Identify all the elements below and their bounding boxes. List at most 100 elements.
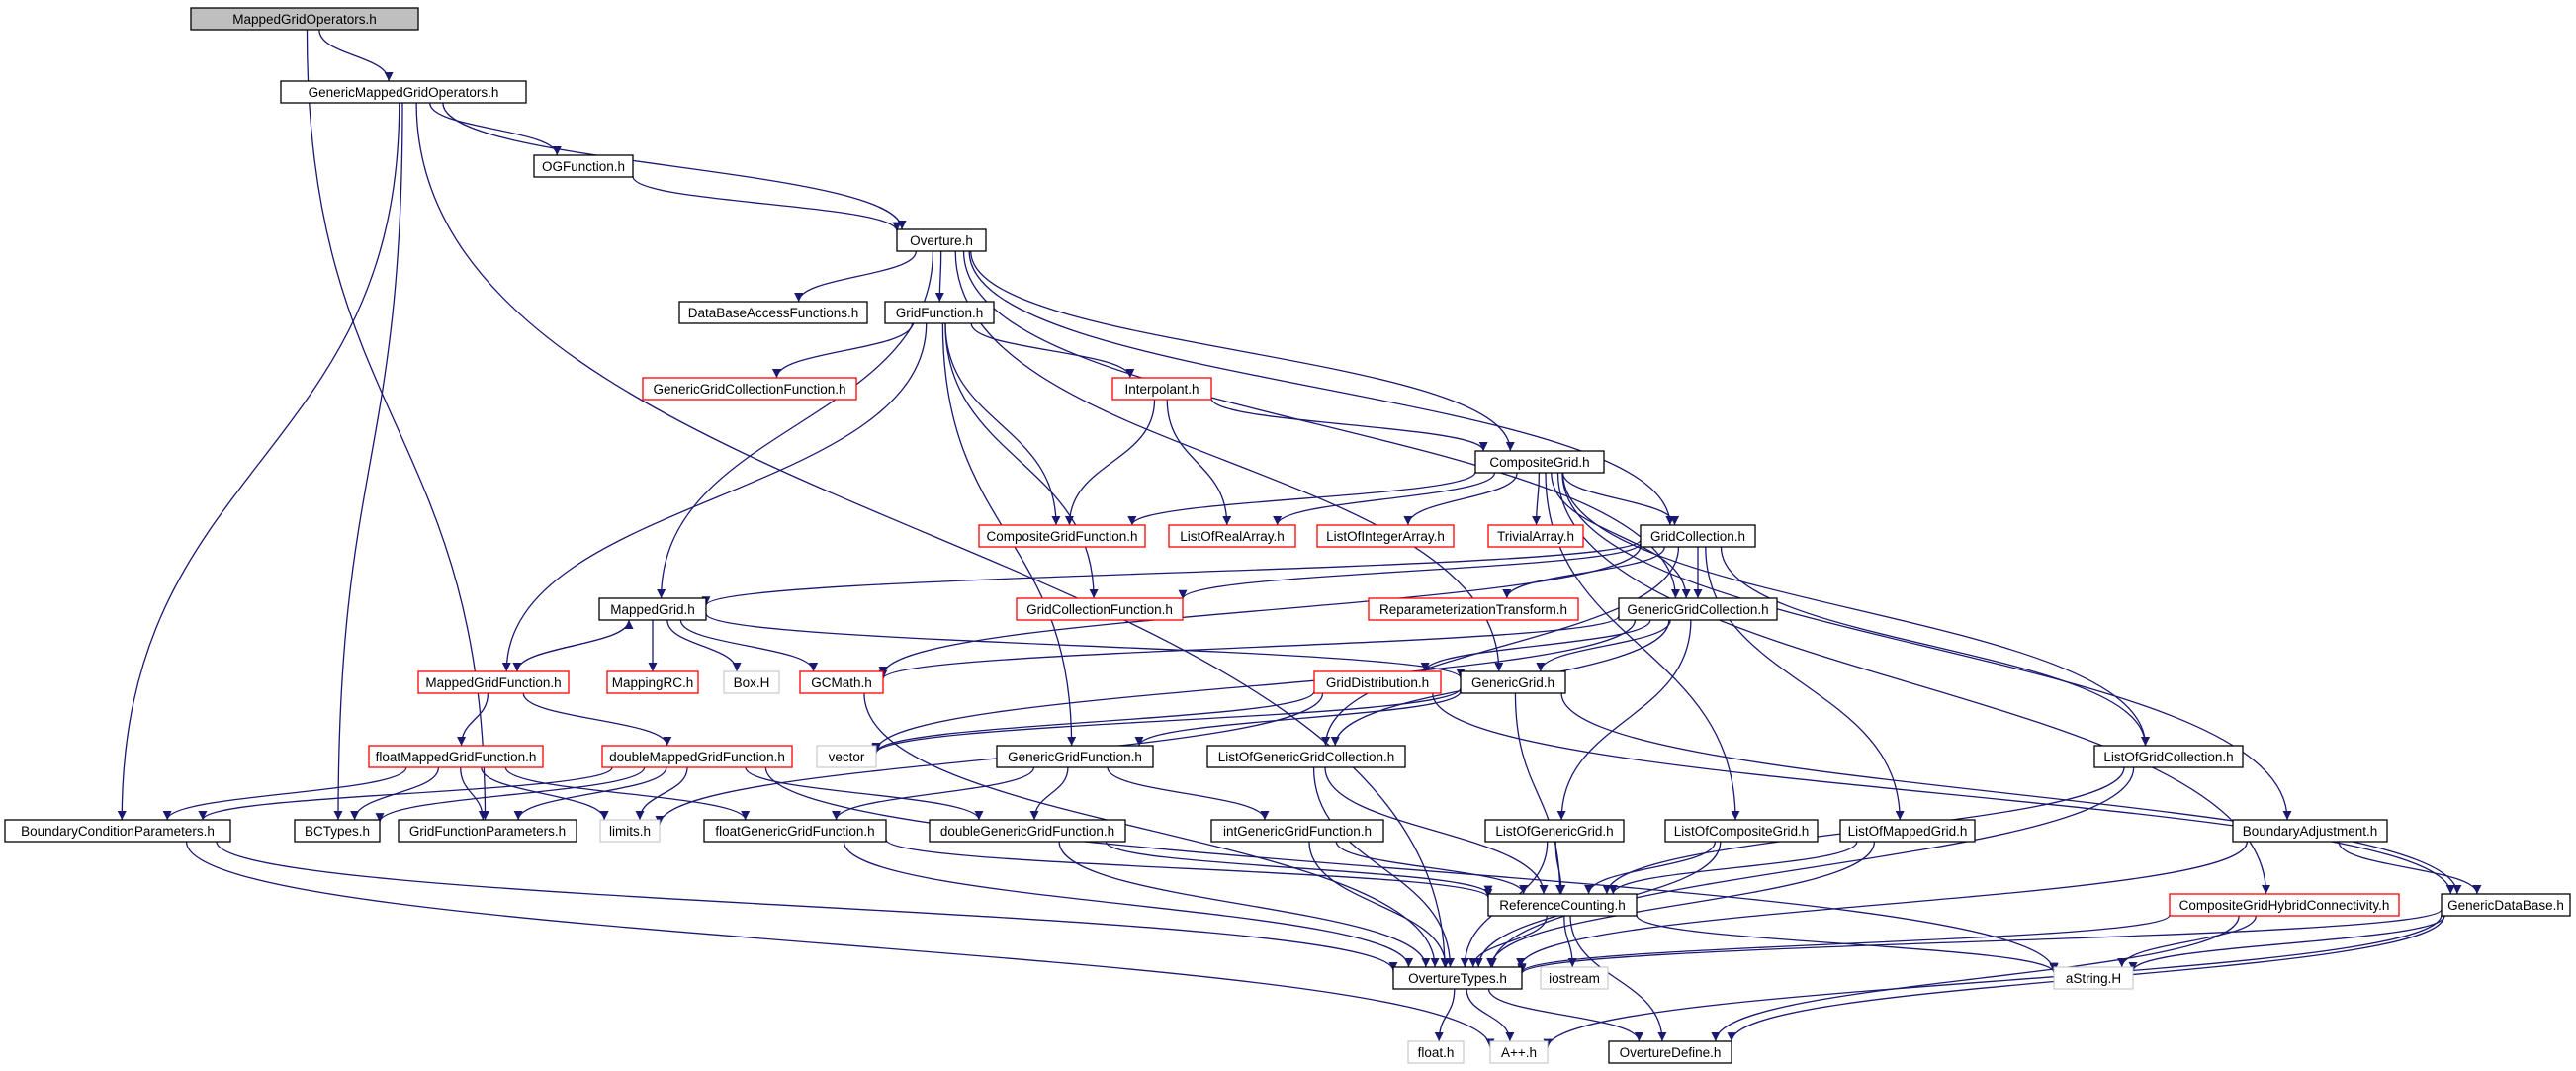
node-label: GenericGrid.h <box>1471 675 1554 690</box>
edge-mapped-grid-to-generic-grid <box>705 613 1466 679</box>
node-generic-grid-collection-function[interactable]: GenericGridCollectionFunction.h <box>642 377 857 401</box>
edge-mapped-grid-function-to-float-mapped-grid-function <box>457 692 489 747</box>
node-interpolant[interactable]: Interpolant.h <box>1111 377 1212 401</box>
node-box <box>1368 597 1579 621</box>
edge-generic-grid-collection-to-grid-distribution <box>1420 619 1651 672</box>
node-label: limits.h <box>609 824 651 839</box>
edge-grid-function-to-composite-grid-function <box>944 322 1061 526</box>
edge-grid-distribution-to-limits <box>655 692 1324 826</box>
node-label: GenericGridCollection.h <box>1627 602 1768 617</box>
node-box <box>2093 745 2244 768</box>
file-nodes: MappedGridOperators.hGenericMappedGridOp… <box>4 7 2571 1064</box>
node-float-generic-grid-function[interactable]: floatGenericGridFunction.h <box>703 819 887 843</box>
edge-double-mapped-grid-function-to-double-generic-grid-function <box>745 766 984 821</box>
node-composite-grid-function[interactable]: CompositeGridFunction.h <box>978 524 1146 548</box>
edge-composite-grid-to-trivial-array <box>1532 472 1542 526</box>
node-label: ListOfMappedGrid.h <box>1848 824 1968 839</box>
edge-double-mapped-grid-function-to-bctypes <box>375 766 646 823</box>
node-list-of-generic-grid-collection[interactable]: ListOfGenericGridCollection.h <box>1206 745 1406 768</box>
node-box <box>642 377 857 401</box>
node-bctypes[interactable]: BCTypes.h <box>294 819 381 843</box>
edge-interpolant-to-composite-grid <box>1210 398 1488 452</box>
node-mapped-grid-function[interactable]: MappedGridFunction.h <box>417 670 570 694</box>
node-label: GridCollection.h <box>1650 529 1745 544</box>
node-mapped-grid[interactable]: MappedGrid.h <box>598 597 707 621</box>
node-double-generic-grid-function[interactable]: doubleGenericGridFunction.h <box>929 819 1126 843</box>
node-int-generic-grid-function[interactable]: intGenericGridFunction.h <box>1210 819 1384 843</box>
node-box <box>606 670 699 694</box>
node-grid-collection-function[interactable]: GridCollectionFunction.h <box>1016 597 1184 621</box>
edge-composite-grid-hybrid-connectivity-to-overture-define <box>1711 915 2240 1042</box>
edge-overture-to-data-base-access-functions <box>794 250 918 303</box>
node-reparameterization-transform[interactable]: ReparameterizationTransform.h <box>1368 597 1579 621</box>
node-list-of-mapped-grid[interactable]: ListOfMappedGrid.h <box>1839 819 1976 843</box>
edge-grid-collection-to-gcmath <box>878 545 1642 675</box>
edge-double-mapped-grid-function-to-a-string <box>764 766 2059 972</box>
node-generic-grid-function[interactable]: GenericGridFunction.h <box>996 745 1154 768</box>
node-grid-distribution[interactable]: GridDistribution.h <box>1313 670 1442 694</box>
node-box <box>280 80 527 104</box>
node-box <box>1168 524 1296 548</box>
edge-overture-to-grid-function <box>934 250 944 303</box>
node-mapped-grid-operators[interactable]: MappedGridOperators.h <box>190 7 419 31</box>
edge-generic-grid-to-vector <box>871 687 1462 754</box>
edge-generic-mapped-grid-operators-to-bctypes <box>333 102 403 821</box>
node-generic-grid[interactable]: GenericGrid.h <box>1460 670 1566 694</box>
edge-overture-types-to-overture-define <box>1487 988 1643 1042</box>
node-composite-grid-hybrid-connectivity[interactable]: CompositeGridHybridConnectivity.h <box>2169 893 2400 917</box>
node-generic-data-base[interactable]: GenericDataBase.h <box>2441 893 2571 917</box>
edge-mapped-grid-function-to-double-mapped-grid-function <box>522 692 672 747</box>
node-grid-function-parameters[interactable]: GridFunctionParameters.h <box>398 819 577 843</box>
node-grid-collection[interactable]: GridCollection.h <box>1640 524 1756 548</box>
node-list-of-real-array[interactable]: ListOfRealArray.h <box>1168 524 1296 548</box>
node-gcmath[interactable]: GCMath.h <box>799 670 884 694</box>
node-label: ListOfCompositeGrid.h <box>1674 824 1810 839</box>
node-boundary-adjustment[interactable]: BoundaryAdjustment.h <box>2232 819 2388 843</box>
node-double-mapped-grid-function[interactable]: doubleMappedGridFunction.h <box>601 745 793 768</box>
edge-generic-data-base-to-a-string <box>2128 915 2445 972</box>
edge-boundary-adjustment-to-generic-data-base <box>2338 841 2482 895</box>
node-data-base-access-functions[interactable]: DataBaseAccessFunctions.h <box>678 301 868 324</box>
node-box <box>2053 966 2134 990</box>
edge-boundary-condition-parameters-to-overture-types <box>216 841 1398 971</box>
node-label: float.h <box>1418 1045 1455 1060</box>
edge-float-mapped-grid-function-to-float-generic-grid-function <box>504 766 751 821</box>
node-generic-mapped-grid-operators[interactable]: GenericMappedGridOperators.h <box>280 80 527 104</box>
node-label: TrivialArray.h <box>1497 529 1574 544</box>
node-box <box>1839 819 1976 843</box>
node-label: doubleGenericGridFunction.h <box>940 824 1114 839</box>
node-list-of-composite-grid[interactable]: ListOfCompositeGrid.h <box>1664 819 1819 843</box>
node-box <box>884 301 995 324</box>
node-grid-function[interactable]: GridFunction.h <box>884 301 995 324</box>
node-list-of-integer-array[interactable]: ListOfIntegerArray.h <box>1316 524 1455 548</box>
edge-list-of-generic-grid-to-reference-counting <box>1554 841 1566 895</box>
node-label: Box.H <box>734 675 770 690</box>
node-box <box>678 301 868 324</box>
node-overture[interactable]: Overture.h <box>896 228 987 252</box>
edge-float-mapped-grid-function-to-bctypes <box>350 766 440 821</box>
node-list-of-generic-grid[interactable]: ListOfGenericGrid.h <box>1484 819 1625 843</box>
node-mapping-rc[interactable]: MappingRC.h <box>606 670 699 694</box>
node-label: ReferenceCounting.h <box>1499 898 1626 913</box>
node-ogfunction[interactable]: OGFunction.h <box>533 154 634 178</box>
edge-composite-grid-to-composite-grid-hybrid-connectivity <box>1556 472 2270 895</box>
node-trivial-array[interactable]: TrivialArray.h <box>1487 524 1584 548</box>
node-label: OvertureTypes.h <box>1408 971 1507 986</box>
edge-int-generic-grid-function-to-reference-counting <box>1335 841 1529 895</box>
node-box <box>190 7 419 31</box>
node-box <box>599 819 661 843</box>
node-list-of-grid-collection[interactable]: ListOfGridCollection.h <box>2093 745 2244 768</box>
node-reference-counting[interactable]: ReferenceCounting.h <box>1487 893 1638 917</box>
node-box <box>1618 597 1778 621</box>
node-label: BoundaryConditionParameters.h <box>21 824 215 839</box>
node-box <box>398 819 577 843</box>
node-box <box>1016 597 1184 621</box>
node-float-mapped-grid-function[interactable]: floatMappedGridFunction.h <box>368 745 544 768</box>
node-boundary-condition-parameters[interactable]: BoundaryConditionParameters.h <box>4 819 231 843</box>
node-generic-grid-collection[interactable]: GenericGridCollection.h <box>1618 597 1778 621</box>
edge-composite-grid-hybrid-connectivity-to-overture-types <box>1517 914 2171 973</box>
node-overture-types[interactable]: OvertureTypes.h <box>1392 966 1523 990</box>
edge-generic-grid-collection-to-gcmath <box>878 615 1620 679</box>
node-overture-define[interactable]: OvertureDefine.h <box>1608 1040 1732 1064</box>
node-composite-grid[interactable]: CompositeGrid.h <box>1474 450 1605 474</box>
